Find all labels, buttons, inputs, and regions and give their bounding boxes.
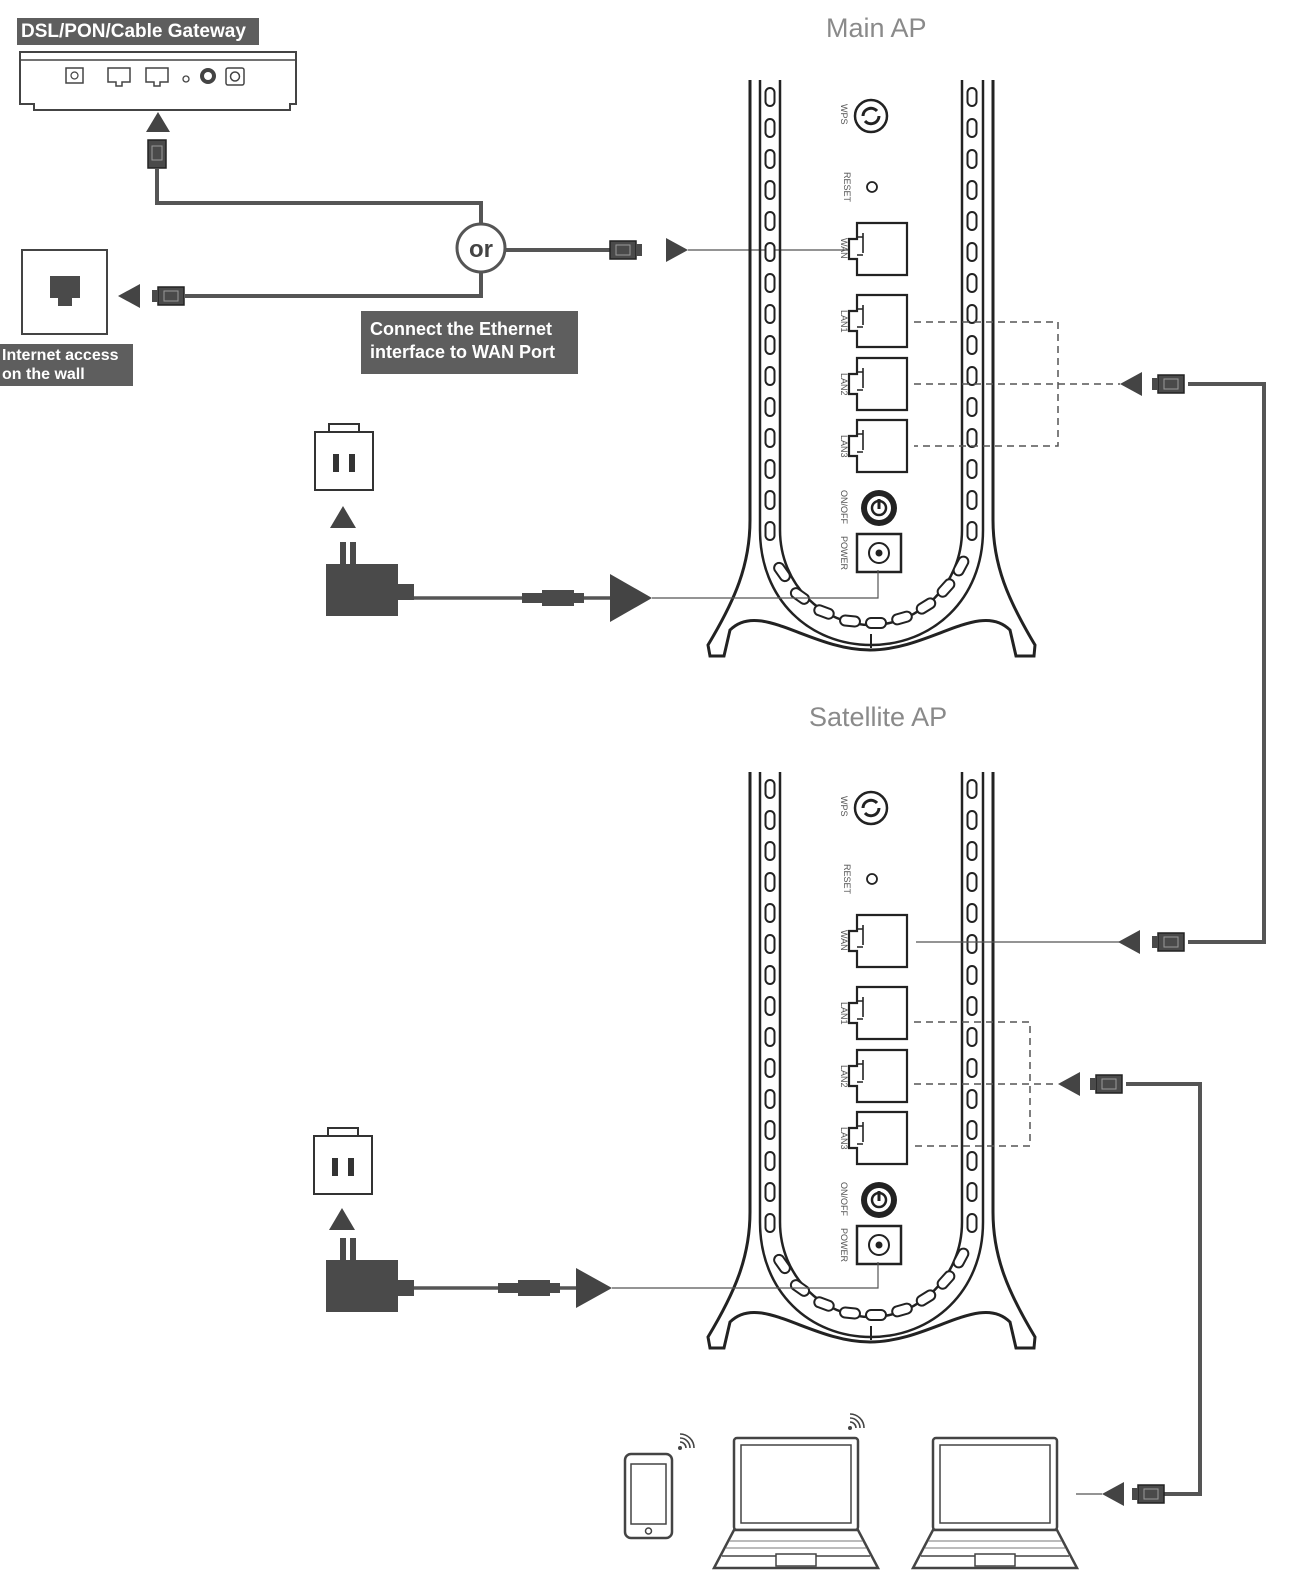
port-label-lan1: LAN1 [839, 310, 849, 333]
wall-access-label: Internet access on the wall [0, 344, 133, 386]
wall-access-line2: on the wall [2, 366, 85, 383]
main-ap-router: WPS RESET WAN LAN1 LAN2 LAN3 ON/OFF POWE… [706, 80, 1037, 658]
sat-lan3-port-icon [847, 1110, 909, 1166]
port-label-power: POWER [839, 536, 849, 571]
port-label-reset: RESET [842, 172, 852, 203]
sat-port-label-onoff: ON/OFF [839, 1182, 849, 1216]
port-label-lan3: LAN3 [839, 435, 849, 458]
satellite-ap-title: Satellite AP [809, 702, 948, 732]
gateway-upward-arrow-icon [146, 112, 170, 132]
wan-cable-main [505, 238, 856, 262]
sat-port-label-reset: RESET [842, 864, 852, 895]
sat-reset-icon [866, 873, 878, 885]
sat-power-icon [861, 1182, 897, 1218]
port-label-wan: WAN [839, 238, 849, 259]
port-label-onoff: ON/OFF [839, 490, 849, 524]
smartphone-icon [623, 1452, 674, 1540]
main-ap-slots-right [966, 87, 978, 541]
wall-plug-icon [151, 286, 185, 306]
sat-power-jack-icon [855, 1224, 903, 1266]
satellite-ap-slots-right [966, 779, 978, 1233]
sat-wps-icon [853, 790, 889, 826]
satellite-ap-port-labels: WPS RESET WAN LAN1 LAN2 LAN3 ON/OFF POWE… [839, 796, 852, 1263]
lan1-port-icon [847, 293, 909, 349]
wall-arrow-icon [118, 284, 140, 308]
gateway-device [19, 51, 297, 111]
lan2-port-icon [847, 356, 909, 412]
sat-port-label-lan2: LAN2 [839, 1065, 849, 1088]
laptop-wired-icon [911, 1436, 1079, 1570]
laptop-wifi-icon [847, 1413, 865, 1431]
sat-port-label-lan3: LAN3 [839, 1127, 849, 1150]
satellite-power-outlet-icon [313, 1127, 373, 1230]
connect-instruction-line2: interface to WAN Port [370, 342, 556, 362]
main-lan-connector [1120, 372, 1266, 944]
sat-lan1-port-icon [847, 985, 909, 1041]
laptop-wireless-icon [712, 1436, 880, 1570]
sat-port-label-wan: WAN [839, 930, 849, 951]
wall-access-line1: Internet access [2, 347, 119, 364]
gateway-plug-icon [147, 139, 167, 169]
port-label-lan2: LAN2 [839, 373, 849, 396]
satellite-power-adapter-icon [326, 1238, 879, 1312]
satellite-lan-connector [1058, 1072, 1202, 1506]
main-ap-slots-bottom [773, 555, 970, 629]
main-ap-port-labels: WPS RESET WAN LAN1 LAN2 LAN3 ON/OFF POWE… [839, 104, 852, 571]
smartphone-wifi-icon [677, 1433, 695, 1451]
sat-port-label-power: POWER [839, 1228, 849, 1263]
satellite-ap-slots-bottom [773, 1247, 970, 1321]
wps-icon [853, 98, 889, 134]
wan-port-icon [847, 221, 909, 277]
connect-instruction-line1: Connect the Ethernet [370, 319, 553, 339]
port-label-wps: WPS [839, 104, 849, 125]
satellite-ap-router: WPS RESET WAN LAN1 LAN2 LAN3 ON/OFF POWE… [706, 772, 1037, 1350]
lan3-port-icon [847, 418, 909, 474]
main-power-adapter-icon [326, 542, 879, 622]
main-ap-slots-left [764, 87, 776, 541]
reset-icon [866, 181, 878, 193]
main-lan-bracket [914, 321, 1120, 447]
or-label: or [469, 236, 493, 263]
power-jack-icon [855, 532, 903, 574]
gateway-cable [155, 168, 483, 298]
or-junction: or [455, 222, 507, 274]
sat-wan-port-icon [847, 913, 909, 969]
satellite-ap-slots-left [764, 779, 776, 1233]
wall-port-icon [21, 249, 108, 335]
main-ap-title: Main AP [826, 13, 927, 43]
sat-port-label-wps: WPS [839, 796, 849, 817]
connect-instruction-label: Connect the Ethernet interface to WAN Po… [361, 311, 578, 374]
sat-lan2-port-icon [847, 1048, 909, 1104]
power-icon [861, 490, 897, 526]
gateway-label: DSL/PON/Cable Gateway [17, 18, 259, 45]
satellite-lan-bracket [914, 1021, 1058, 1147]
satellite-wan-connector [916, 930, 1185, 954]
sat-port-label-lan1: LAN1 [839, 1002, 849, 1025]
main-power-outlet-icon [314, 423, 374, 528]
